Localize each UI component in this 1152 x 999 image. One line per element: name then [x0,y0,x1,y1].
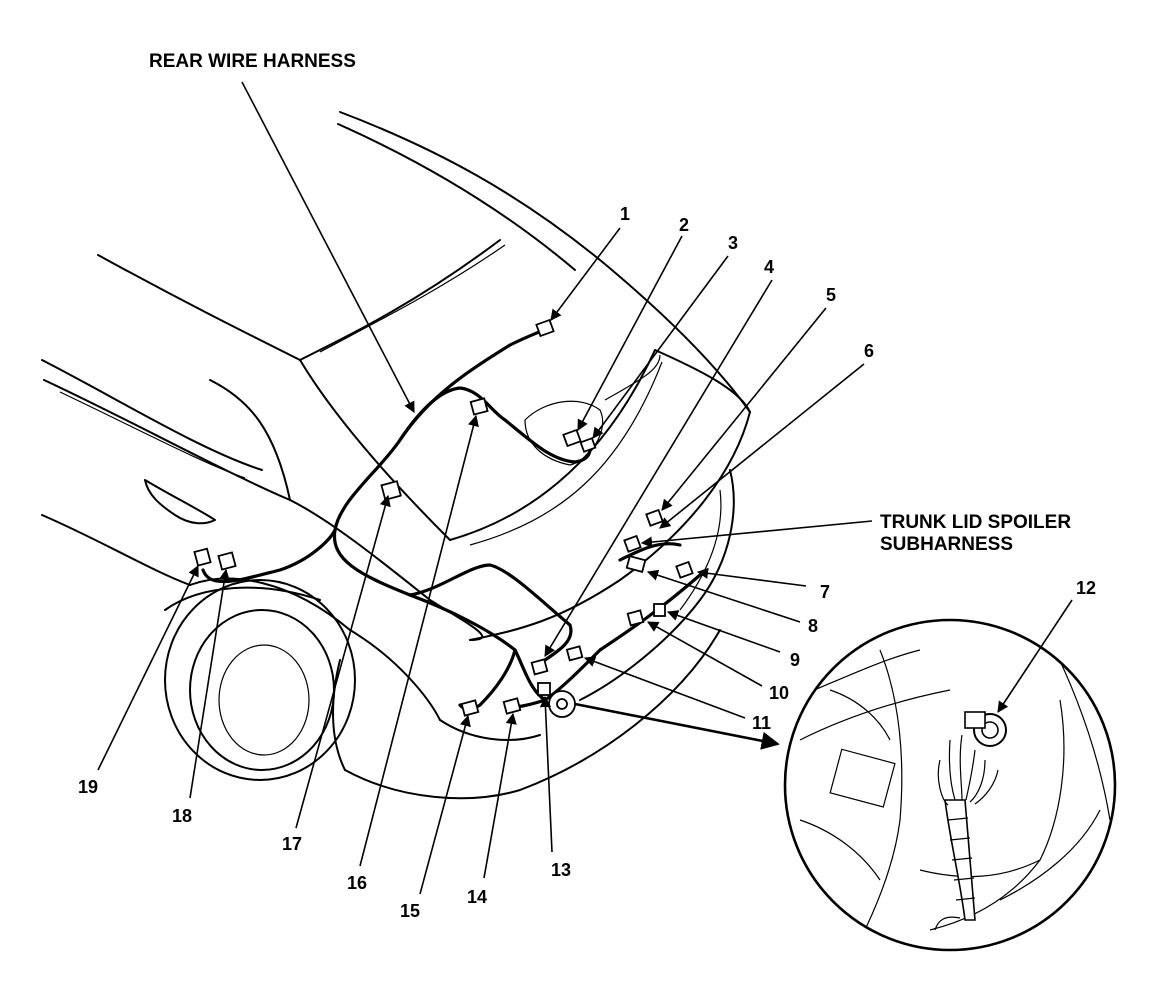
callout-5: 5 [826,285,836,305]
callout-15: 15 [400,901,420,921]
callout-3: 3 [728,233,738,253]
callout-18: 18 [172,806,192,826]
callout-17: 17 [282,834,302,854]
callout-14: 14 [467,887,487,907]
callout-19: 19 [78,777,98,797]
ground-detail-inset [783,618,1117,952]
callout-13: 13 [551,860,571,880]
callout-16: 16 [347,873,367,893]
trunk-lid-spoiler-label-line2: SUBHARNESS [880,534,1013,555]
rear-wire-harness-path [201,326,702,711]
callout-11: 11 [752,713,771,733]
callout-4: 4 [764,257,774,277]
connectors [193,318,694,718]
callout-1: 1 [620,204,630,224]
car-body-outline [41,111,751,800]
trunk-lid-spoiler-label-line1: TRUNK LID SPOILER [880,512,1071,533]
callout-9: 9 [790,650,800,670]
callout-12: 12 [1076,578,1096,598]
callout-10: 10 [769,683,789,703]
callout-2: 2 [679,215,689,235]
leader-lines [97,81,1073,895]
callout-7: 7 [820,582,830,602]
rear-wire-harness-label: REAR WIRE HARNESS [149,51,356,72]
callout-6: 6 [864,341,874,361]
callout-8: 8 [808,616,818,636]
